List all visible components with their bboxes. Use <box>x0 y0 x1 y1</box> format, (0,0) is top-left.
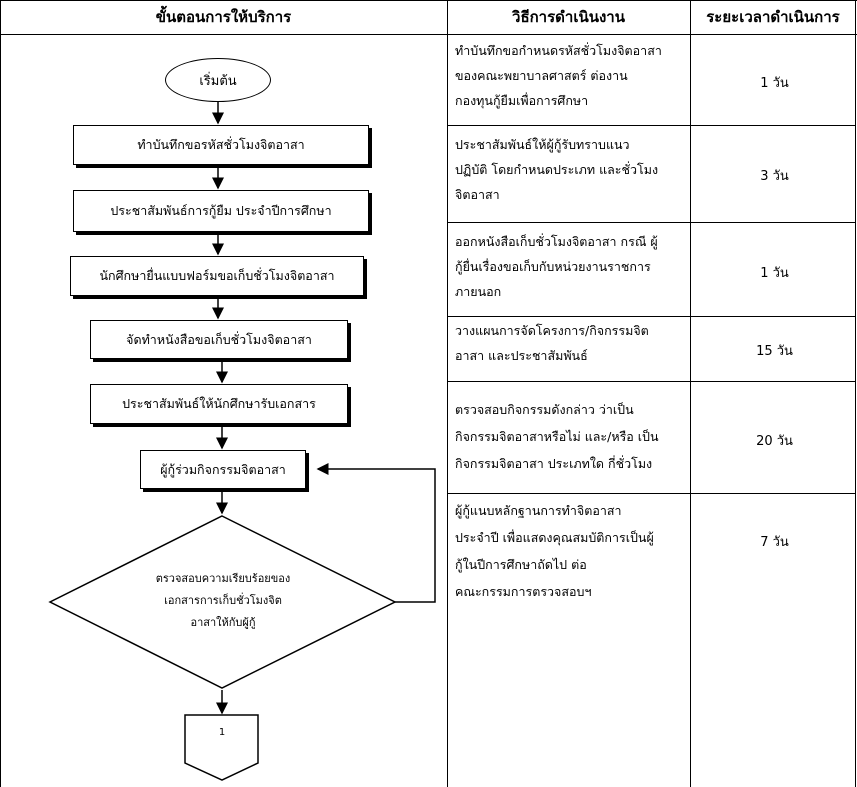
method-row-3-line-3: ภายนอก <box>455 284 502 299</box>
method-row-1-line-2: ของคณะพยาบาลศาสตร์ ต่องาน <box>455 68 628 83</box>
method-row-5: ตรวจสอบกิจกรรมดังกล่าว ว่าเป็น กิจกรรมจิ… <box>455 396 687 477</box>
step-submit-form-label: นักศึกษายื่นแบบฟอร์มขอเก็บชั่วโมงจิตอาสา <box>99 268 335 283</box>
header-divider <box>0 34 857 35</box>
method-row-4-line-1: วางแผนการจัดโครงการ/กิจกรรมจิต <box>455 323 649 338</box>
method-row-6-line-4: คณะกรรมการตรวจสอบฯ <box>455 584 592 599</box>
duration-row-3: 1 วัน <box>760 266 789 281</box>
method-row-6-line-3: กู้ในปีการศึกษาถัดไป ต่อ <box>455 557 587 572</box>
row-divider-4 <box>447 381 856 382</box>
decision-text-line-1: ตรวจสอบความเรียบร้อยของ <box>155 572 291 585</box>
method-row-3-line-1: ออกหนังสือเก็บชั่วโมงจิตอาสา กรณี ผู้ <box>455 234 658 249</box>
step-announce-loan-label: ประชาสัมพันธ์การกู้ยืม ประจำปีการศึกษา <box>110 203 332 218</box>
step-request-code: ทำบันทึกขอรหัสชั่วโมงจิตอาสา <box>73 125 369 165</box>
step-request-code-label: ทำบันทึกขอรหัสชั่วโมงจิตอาสา <box>137 137 305 152</box>
decision-diamond <box>48 515 397 689</box>
method-row-4: วางแผนการจัดโครงการ/กิจกรรมจิต อาสา และป… <box>455 318 687 368</box>
method-row-2-line-3: จิตอาสา <box>455 187 500 202</box>
method-row-6-line-2: ประจำปี เพื่อแสดงคุณสมบัติการเป็นผู้ <box>455 530 654 545</box>
decision-text: ตรวจสอบความเรียบร้อยของ เอกสารการเก็บชั่… <box>110 568 336 634</box>
method-row-5-line-3: กิจกรรมจิตอาสา ประเภทใด กี่ชั่วโมง <box>455 456 653 471</box>
method-row-3-line-2: กู้ยื่นเรื่องขอเก็บกับหน่วยงานราชการ <box>455 259 651 274</box>
method-row-2-line-1: ประชาสัมพันธ์ให้ผู้กู้รับทราบแนว <box>455 137 630 152</box>
step-announce-documents: ประชาสัมพันธ์ให้นักศึกษารับเอกสาร <box>90 384 348 424</box>
table-border-right <box>855 0 856 787</box>
column-divider-2 <box>690 0 691 787</box>
offpage-connector-label: 1 <box>218 727 226 738</box>
duration-row-5: 20 วัน <box>756 434 793 449</box>
step-prepare-letter-label: จัดทำหนังสือขอเก็บชั่วโมงจิตอาสา <box>126 331 312 347</box>
row-divider-1 <box>447 125 856 126</box>
duration-row-6: 7 วัน <box>760 535 789 550</box>
row-divider-2 <box>447 222 856 223</box>
header-method: วิธีการดำเนินงาน <box>512 8 625 26</box>
method-row-3: ออกหนังสือเก็บชั่วโมงจิตอาสา กรณี ผู้ กู… <box>455 229 687 304</box>
start-label: เริ่มต้น <box>199 73 237 89</box>
method-row-4-line-2: อาสา และประชาสัมพันธ์ <box>455 348 588 363</box>
step-submit-form: นักศึกษายื่นแบบฟอร์มขอเก็บชั่วโมงจิตอาสา <box>70 256 364 296</box>
duration-row-1: 1 วัน <box>760 76 789 91</box>
header-steps: ขั้นตอนการให้บริการ <box>155 8 292 26</box>
method-row-1: ทำบันทึกขอกำหนดรหัสชั่วโมงจิตอาสา ของคณะ… <box>455 38 687 113</box>
row-divider-5 <box>447 493 856 494</box>
method-row-2: ประชาสัมพันธ์ให้ผู้กู้รับทราบแนว ปฏิบัติ… <box>455 132 687 207</box>
method-row-5-line-2: กิจกรรมจิตอาสาหรือไม่ และ/หรือ เป็น <box>455 429 659 444</box>
decision-text-line-2: เอกสารการเก็บชั่วโมงจิต <box>164 594 282 607</box>
row-divider-3 <box>447 316 856 317</box>
method-row-6: ผู้กู้แนบหลักฐานการทำจิตอาสา ประจำปี เพื… <box>455 497 687 605</box>
decision-text-line-3: อาสาให้กับผู้กู้ <box>190 616 256 629</box>
offpage-connector-shape <box>184 714 259 781</box>
method-row-6-line-1: ผู้กู้แนบหลักฐานการทำจิตอาสา <box>455 503 622 518</box>
start-oval: เริ่มต้น <box>165 58 271 102</box>
step-announce-documents-label: ประชาสัมพันธ์ให้นักศึกษารับเอกสาร <box>122 396 316 411</box>
duration-row-2: 3 วัน <box>760 169 789 184</box>
column-divider-1 <box>447 0 448 787</box>
table-border-top <box>0 0 857 1</box>
duration-row-4: 15 วัน <box>756 344 793 359</box>
step-join-activity-label: ผู้กู้ร่วมกิจกรรมจิตอาสา <box>160 461 286 477</box>
method-row-2-line-2: ปฏิบัติ โดยกำหนดประเภท และชั่วโมง <box>455 162 659 177</box>
step-announce-loan: ประชาสัมพันธ์การกู้ยืม ประจำปีการศึกษา <box>73 190 369 232</box>
header-duration: ระยะเวลาดำเนินการ <box>706 8 840 26</box>
table-border-left <box>0 0 1 787</box>
step-prepare-letter: จัดทำหนังสือขอเก็บชั่วโมงจิตอาสา <box>90 320 348 359</box>
method-row-1-line-1: ทำบันทึกขอกำหนดรหัสชั่วโมงจิตอาสา <box>455 43 662 58</box>
method-row-1-line-3: กองทุนกู้ยืมเพื่อการศึกษา <box>455 93 589 108</box>
method-row-5-line-1: ตรวจสอบกิจกรรมดังกล่าว ว่าเป็น <box>455 402 634 417</box>
step-join-activity: ผู้กู้ร่วมกิจกรรมจิตอาสา <box>140 450 306 489</box>
